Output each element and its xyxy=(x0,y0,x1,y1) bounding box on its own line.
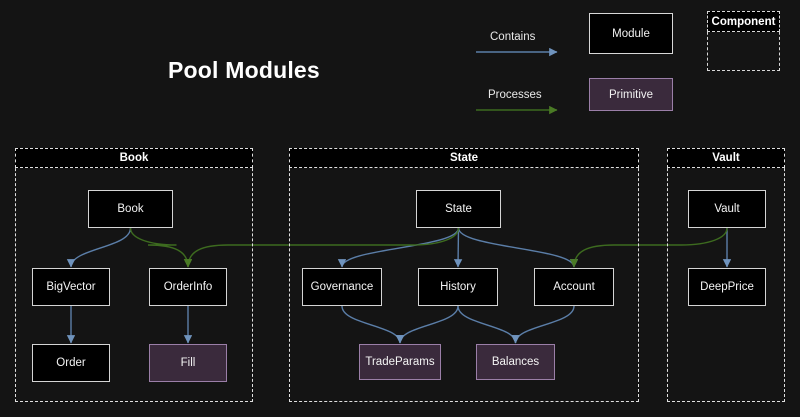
node-order[interactable]: Order xyxy=(32,344,110,382)
edge-state-to-account xyxy=(457,227,579,268)
legend-processes-label: Processes xyxy=(488,89,542,101)
legend-primitive-box: Primitive xyxy=(589,78,673,111)
legend-contains-label: Contains xyxy=(490,31,536,43)
edge-history-to-tradeparams xyxy=(395,305,459,344)
node-book[interactable]: Book xyxy=(88,190,173,228)
node-tradeparams[interactable]: TradeParams xyxy=(359,344,441,380)
edge-account-to-balances xyxy=(511,305,575,344)
group-header-state: State xyxy=(289,148,639,168)
node-vault[interactable]: Vault xyxy=(688,190,766,228)
edge-book-to-bigvector xyxy=(66,227,132,268)
node-history[interactable]: History xyxy=(418,268,498,306)
node-deepprice[interactable]: DeepPrice xyxy=(688,268,766,306)
edge-book-to-orderinfo xyxy=(129,227,193,268)
legend-component-label: Component xyxy=(707,11,780,32)
edge-state-to-history xyxy=(453,227,463,268)
page-title: Pool Modules xyxy=(168,57,320,83)
edge-state-to-governance xyxy=(337,227,460,268)
group-header-vault: Vault xyxy=(667,148,785,168)
legend-module-box: Module xyxy=(589,13,673,54)
edge-vault-to-account xyxy=(569,227,728,268)
node-orderinfo[interactable]: OrderInfo xyxy=(149,268,227,306)
node-fill[interactable]: Fill xyxy=(149,344,227,382)
node-account[interactable]: Account xyxy=(534,268,614,306)
node-balances[interactable]: Balances xyxy=(476,344,555,380)
node-state[interactable]: State xyxy=(416,190,501,228)
edge-state-to-orderinfo xyxy=(183,227,460,268)
node-bigvector[interactable]: BigVector xyxy=(32,268,110,306)
group-header-book: Book xyxy=(15,148,253,168)
node-governance[interactable]: Governance xyxy=(302,268,382,306)
